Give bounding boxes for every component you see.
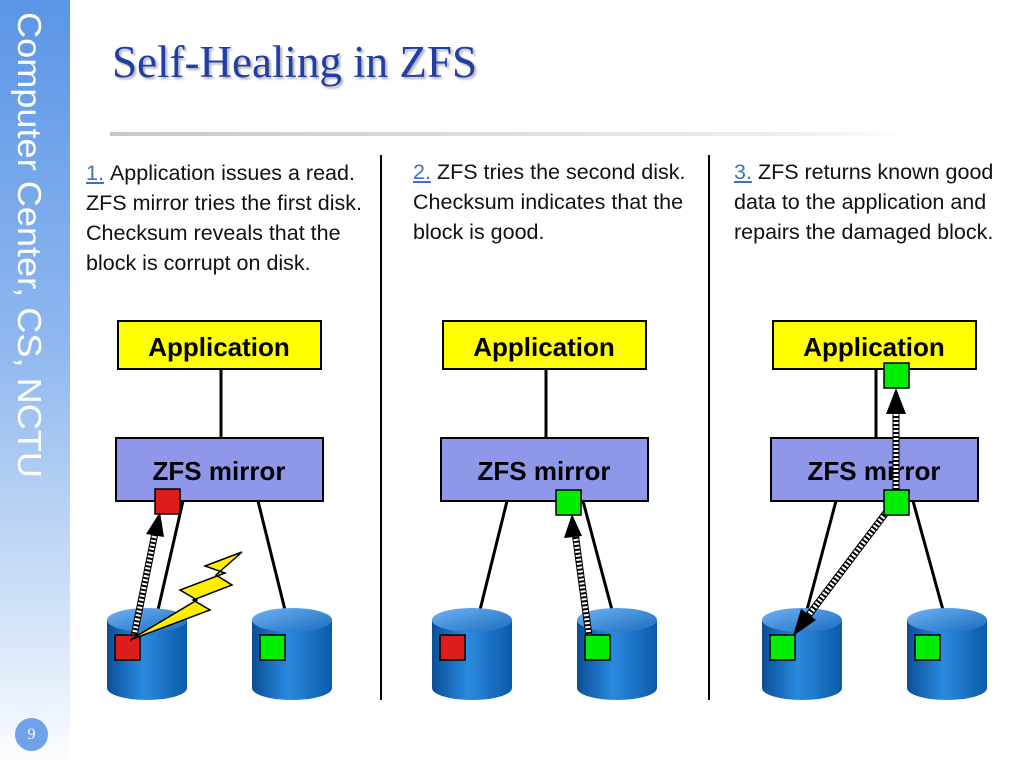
application-label: Application [148,332,290,362]
disk2-good-block [584,634,611,661]
step-1-number: 1. [86,161,104,185]
step-3-description: 3.ZFS returns known good data to the app… [734,157,1024,247]
mirror-disk1-connector [805,500,838,611]
mirror-disk2-connector [581,500,614,611]
read-attempt-arrowhead [146,512,164,537]
panel-1: Application ZFS mirror [107,320,332,700]
sidebar: Computer Center, CS, NCTU 9 [0,0,70,768]
panel-2: Application ZFS mirror [432,320,657,700]
step-3-number: 3. [734,160,752,184]
zfs-mirror-box [770,437,979,502]
step-1-description: 1.Application issues a read. ZFS mirror … [86,158,376,278]
application-box [117,320,322,370]
zfs-mirror-label: ZFS mirror [478,456,611,486]
slide-title: Self-Healing in ZFS [112,37,477,87]
mirror-disk1-connector [478,500,509,611]
lightning-bolt-icon [129,551,243,641]
application-good-block [883,362,910,389]
disk2-good-block [914,634,941,661]
application-box [772,320,977,370]
application-label: Application [473,332,615,362]
mirror-disk2-connector [256,500,287,611]
disk1-bad-block [439,634,466,661]
mirror-disk1-connector [156,500,185,611]
step-2-number: 2. [413,160,431,184]
step-1-text: Application issues a read. ZFS mirror tr… [86,161,362,275]
sidebar-label: Computer Center, CS, NCTU [11,12,48,478]
read-arrowhead [564,514,582,538]
zfs-mirror-label: ZFS mirror [153,456,286,486]
return-data-arrowhead [886,388,906,414]
zfs-mirror-box [440,437,649,502]
sidebar-label-svg: Computer Center, CS, NCTU [11,12,48,478]
zfs-mirror-box [115,437,324,502]
page-number: 9 [15,718,48,751]
step-2-text: ZFS tries the second disk. Checksum indi… [413,160,686,244]
step-3-text: ZFS returns known good data to the appli… [734,160,994,244]
title-underline [110,132,910,136]
application-box [442,320,647,370]
repair-arrow-dashes [803,508,890,622]
panel-3: Application ZFS mirror [762,320,987,700]
mirror-bad-block [154,488,181,515]
mirror-good-block [883,489,910,516]
step-2-description: 2.ZFS tries the second disk. Checksum in… [413,157,703,247]
mirror-good-block [555,489,582,516]
disk1-repaired-block [769,634,796,661]
zfs-mirror-label: ZFS mirror [808,456,941,486]
disk1-bad-block [114,634,141,661]
read-attempt-arrow [130,527,160,637]
mirror-disk2-connector [911,500,945,611]
read-arrow-dashes [572,531,592,637]
application-label: Application [803,332,945,362]
disk2-good-block [259,634,286,661]
repair-arrowhead [793,609,816,636]
